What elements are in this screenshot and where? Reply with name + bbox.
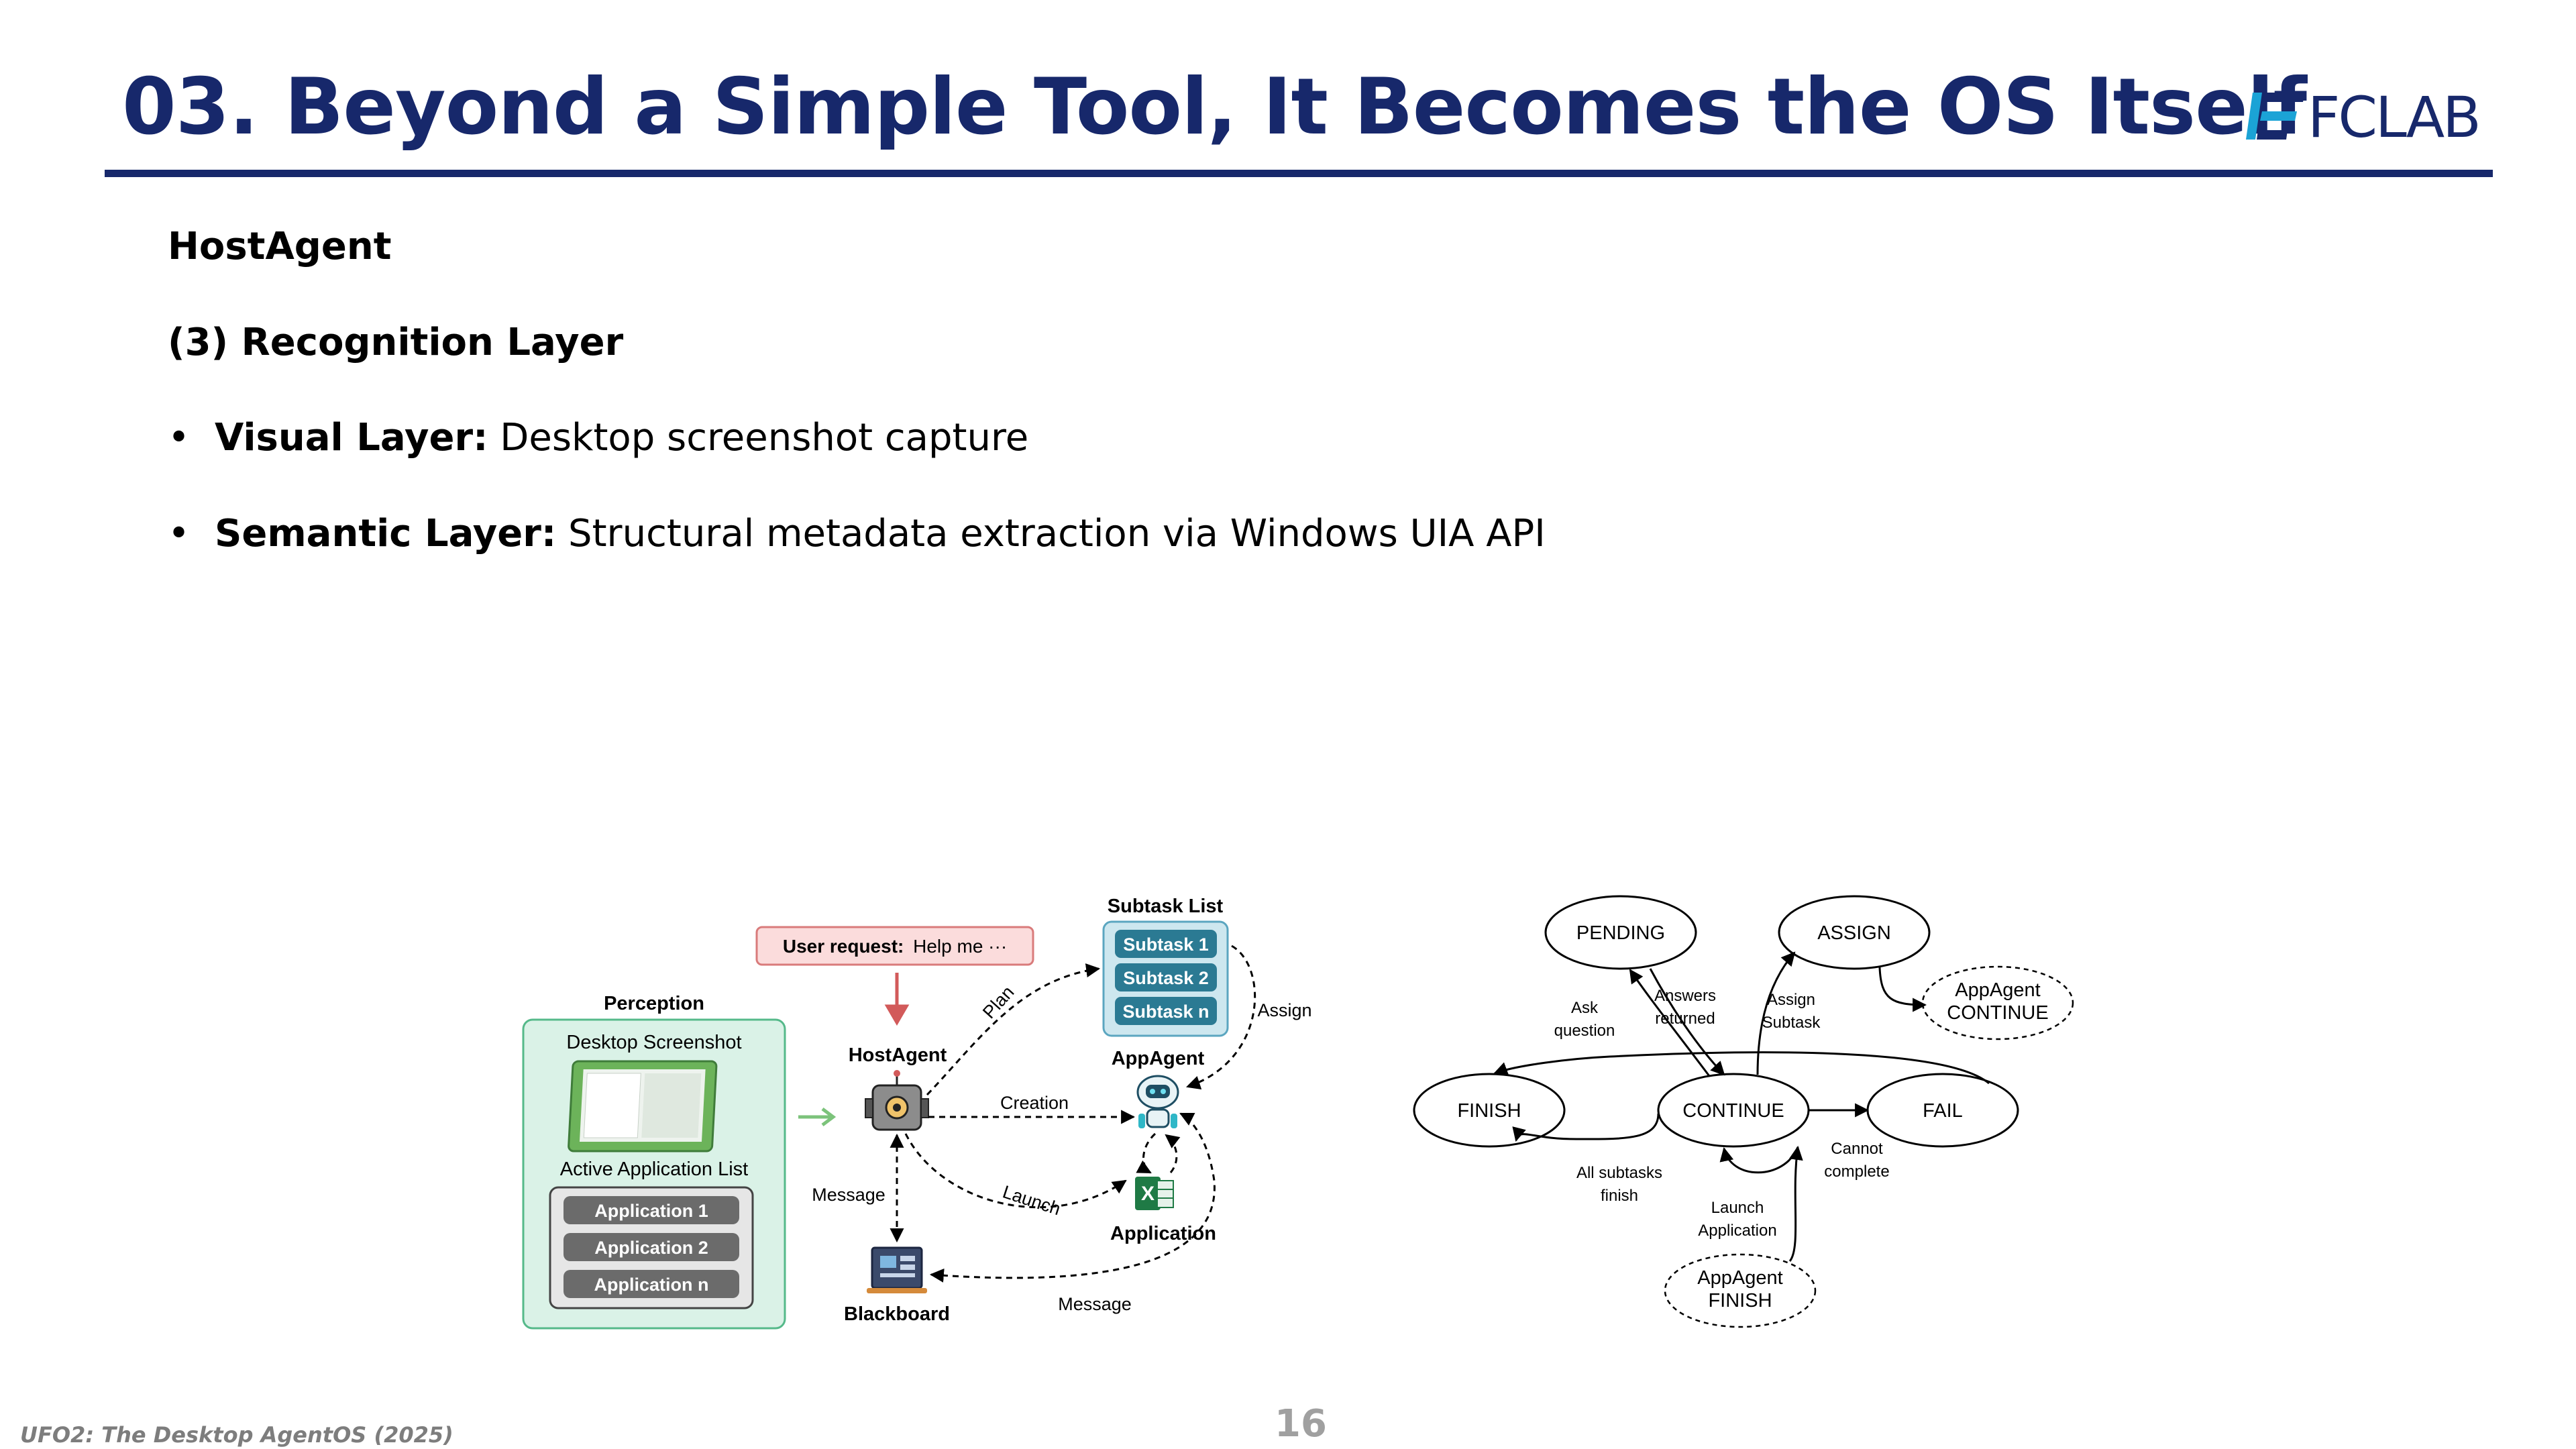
bullet-label: Semantic Layer: <box>215 512 557 555</box>
bullet-label: Visual Layer: <box>215 416 488 460</box>
assign-label: ASSIGN <box>1817 922 1891 944</box>
answers-label-1: Answers <box>1654 987 1716 1005</box>
launch-edge-label: Launch <box>1000 1181 1063 1219</box>
application-label: Application <box>1110 1223 1216 1244</box>
subtask-n-pill <box>1115 997 1217 1025</box>
appagent-continue-state <box>1921 965 2074 1040</box>
pending-state <box>1544 895 1697 970</box>
desktop-screenshot-label: Desktop Screenshot <box>566 1032 741 1053</box>
page-number: 16 <box>1275 1402 1327 1446</box>
message-bottom-label: Message <box>1058 1294 1132 1314</box>
assign-edge <box>1186 945 1256 1089</box>
launch-application-edge <box>1719 1146 1799 1174</box>
answers-label-2: returned <box>1655 1010 1715 1028</box>
logo-text: FCLAB <box>2308 85 2481 150</box>
cannot-label-2: complete <box>1824 1163 1889 1181</box>
assign-subtask-edge <box>1756 951 1796 1075</box>
bullet-text: Desktop screenshot capture <box>500 416 1029 460</box>
bullet-text: Structural metadata extraction via Windo… <box>568 512 1546 555</box>
assign-edge-label: Assign <box>1257 1000 1311 1020</box>
appagent-label: AppAgent <box>1112 1048 1205 1069</box>
finish-state <box>1413 1073 1566 1148</box>
user-request-value: Help me ··· <box>913 936 1007 957</box>
subtask-n-label: Subtask n <box>1122 1002 1209 1022</box>
appagent-finish-state <box>1664 1253 1817 1328</box>
ask-label-1: Ask <box>1571 999 1599 1017</box>
slide-title: 03. Beyond a Simple Tool, It Becomes the… <box>122 62 2307 152</box>
message-left-label: Message <box>812 1185 885 1205</box>
application-n-label: Application n <box>594 1275 709 1295</box>
subtask-2-pill <box>1115 963 1217 991</box>
excel-application-icon: X <box>1135 1177 1174 1210</box>
blackboard-icon <box>867 1246 927 1293</box>
assign-appagent-edge <box>1878 967 1927 1012</box>
cannot-label-1: Cannot <box>1831 1140 1883 1158</box>
appagent-app-edge-up <box>1165 1134 1181 1173</box>
appagent-finish-label-1: AppAgent <box>1697 1267 1782 1289</box>
appagent-robot-icon <box>1136 1075 1179 1128</box>
hostagent-robot-icon <box>865 1070 929 1131</box>
request-arrow <box>884 973 910 1026</box>
subtask-list-title: Subtask List <box>1108 896 1224 917</box>
desktop-screenshot-thumbnail <box>568 1060 718 1152</box>
assign-subtask-label-2: Subtask <box>1762 1014 1821 1032</box>
appagent-finish-edge <box>1788 1145 1803 1262</box>
user-request-text: User request: Help me ··· <box>783 936 1007 957</box>
section-heading: HostAgent <box>168 225 392 268</box>
application-1-pill <box>564 1196 739 1224</box>
subtask-1-label: Subtask 1 <box>1123 934 1209 955</box>
fail-to-finish-edge <box>1493 1051 1990 1085</box>
bullet-visual-layer: •Visual Layer: Desktop screenshot captur… <box>168 416 1029 460</box>
ask-label-2: question <box>1554 1022 1615 1040</box>
all-subtasks-label-1: All subtasks <box>1576 1164 1662 1182</box>
assign-state <box>1778 895 1931 970</box>
all-subtasks-finish-edge <box>1512 1113 1660 1142</box>
svg-text:X: X <box>1141 1183 1155 1205</box>
hostagent-state-machine-diagram: PENDING ASSIGN AppAgent CONTINUE FINISH … <box>1413 895 2074 1328</box>
title-underline <box>105 170 2493 177</box>
bullet-semantic-layer: •Semantic Layer: Structural metadata ext… <box>168 512 1546 555</box>
finish-label: FINISH <box>1457 1100 1521 1122</box>
pending-label: PENDING <box>1576 922 1665 944</box>
blackboard-label: Blackboard <box>844 1303 950 1325</box>
fail-label: FAIL <box>1923 1100 1963 1122</box>
appagent-app-edge-down <box>1136 1132 1157 1174</box>
creation-edge-label: Creation <box>1000 1093 1069 1113</box>
fclab-logo-mark-icon <box>2246 93 2305 140</box>
application-2-pill <box>564 1233 739 1261</box>
user-request-box <box>755 926 1034 966</box>
subtask-1-pill <box>1115 930 1217 958</box>
subtask-2-label: Subtask 2 <box>1123 968 1209 988</box>
application-1-label: Application 1 <box>594 1201 708 1221</box>
perception-title: Perception <box>604 993 704 1014</box>
message-bottom-edge <box>929 1112 1216 1283</box>
launch-label-2: Application <box>1698 1222 1776 1240</box>
launch-label-1: Launch <box>1711 1199 1764 1217</box>
subsection-heading: (3) Recognition Layer <box>168 321 624 364</box>
active-app-list-label: Active Application List <box>560 1159 748 1180</box>
all-subtasks-label-2: finish <box>1601 1187 1638 1205</box>
user-request-label: User request: <box>783 936 904 957</box>
hostagent-architecture-diagram: Perception Desktop Screenshot Active App… <box>522 896 1312 1330</box>
perception-to-hostagent-arrow <box>798 1108 837 1126</box>
continue-label: CONTINUE <box>1682 1100 1784 1122</box>
appagent-finish-label-2: FINISH <box>1708 1290 1772 1311</box>
assign-subtask-label-1: Assign <box>1767 991 1815 1009</box>
footer-citation: UFO2: The Desktop AgentOS (2025) <box>20 1422 453 1448</box>
application-2-label: Application 2 <box>594 1238 708 1258</box>
appagent-continue-label-1: AppAgent <box>1955 979 2040 1001</box>
appagent-continue-label-2: CONTINUE <box>1947 1002 2048 1024</box>
hostagent-label: HostAgent <box>849 1044 947 1066</box>
plan-edge-label: Plan <box>979 982 1018 1022</box>
answers-returned-edge <box>1649 968 1725 1076</box>
plan-edge <box>926 963 1101 1096</box>
ask-question-edge <box>1629 969 1711 1077</box>
fclab-logo: FCLAB <box>2246 85 2489 150</box>
application-n-pill <box>564 1270 739 1298</box>
